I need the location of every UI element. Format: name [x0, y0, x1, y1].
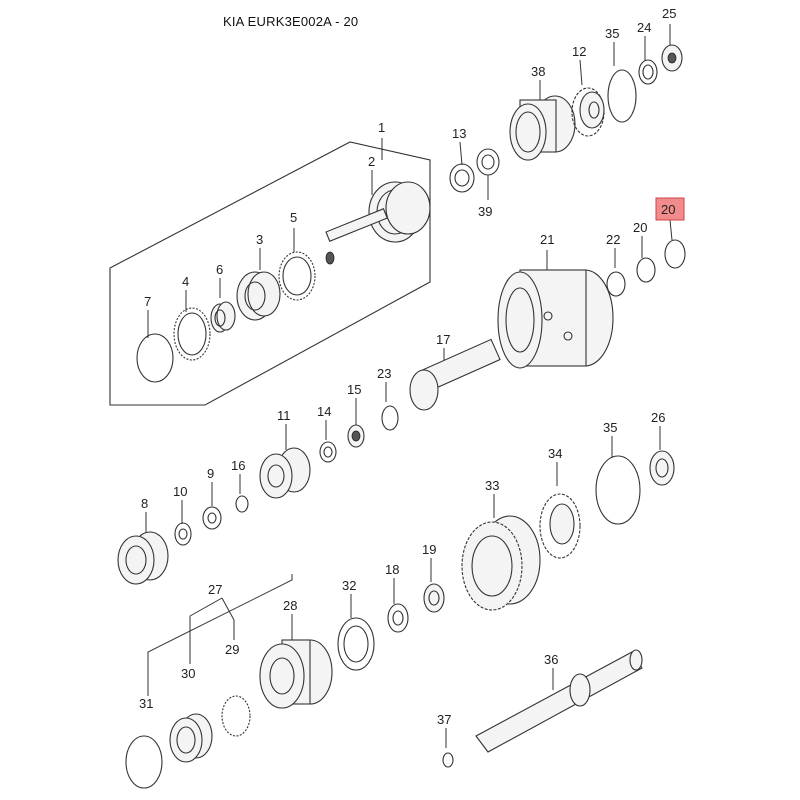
washer-part-18 — [387, 603, 409, 633]
label-part-18: 18 — [385, 562, 399, 577]
label-part-39: 39 — [478, 204, 492, 219]
part-labels: 1 2 5 3 6 4 7 13 39 38 12 35 24 25 21 22… — [139, 6, 676, 727]
snap-ring-part-23 — [381, 405, 399, 431]
label-part-30: 30 — [181, 666, 195, 681]
output-shaft-part-36 — [475, 649, 643, 753]
label-part-12: 12 — [572, 44, 586, 59]
label-part-22: 22 — [606, 232, 620, 247]
label-part-21: 21 — [540, 232, 554, 247]
label-part-16: 16 — [231, 458, 245, 473]
label-part-37: 37 — [437, 712, 451, 727]
label-part-14: 14 — [317, 404, 331, 419]
leader-lines — [145, 24, 673, 748]
clutch-pack-part-30 — [169, 713, 213, 763]
washer-part-24 — [638, 59, 658, 85]
thrust-washer-part-9 — [202, 506, 222, 530]
bearing-part-15 — [347, 424, 365, 448]
gear-part-34 — [539, 493, 581, 559]
shaft-part-17 — [409, 338, 501, 411]
label-part-29: 29 — [225, 642, 239, 657]
label-part-32: 32 — [342, 578, 356, 593]
label-part-31: 31 — [139, 696, 153, 711]
label-part-35-top: 35 — [605, 26, 619, 41]
gear-part-3 — [236, 271, 281, 321]
label-part-19: 19 — [422, 542, 436, 557]
snap-ring-part-31 — [125, 735, 163, 789]
label-part-23: 23 — [377, 366, 391, 381]
label-part-36: 36 — [544, 652, 558, 667]
washer-part-37 — [442, 752, 454, 768]
label-part-25: 25 — [662, 6, 676, 21]
label-part-2: 2 — [368, 154, 375, 169]
carrier-part-8 — [117, 531, 169, 585]
label-part-33: 33 — [485, 478, 499, 493]
label-part-24: 24 — [637, 20, 651, 35]
label-part-15: 15 — [347, 382, 361, 397]
label-part-5: 5 — [290, 210, 297, 225]
label-part-20-left: 20 — [633, 220, 647, 235]
snap-ring-part-7 — [136, 333, 174, 383]
washer-part-16 — [235, 495, 249, 513]
label-part-35-bottom: 35 — [603, 420, 617, 435]
label-part-7: 7 — [144, 294, 151, 309]
ring-part-22 — [606, 271, 626, 297]
washer-part-14 — [319, 441, 337, 463]
bearing-part-26 — [649, 450, 675, 486]
ring-part-20-left — [636, 257, 656, 283]
gear-part-12 — [571, 87, 605, 137]
label-part-20-right: 20 — [661, 202, 675, 217]
label-part-13: 13 — [452, 126, 466, 141]
label-part-34: 34 — [548, 446, 562, 461]
disc-part-29 — [221, 695, 251, 737]
label-part-26: 26 — [651, 410, 665, 425]
label-part-1: 1 — [378, 120, 385, 135]
snap-ring-part-35-top — [607, 69, 637, 123]
label-part-6: 6 — [216, 262, 223, 277]
thrust-washer-part-39 — [476, 148, 500, 176]
diagram-title: KIA EURK3E002A - 20 — [223, 14, 359, 29]
label-part-11: 11 — [277, 408, 291, 423]
thrust-washer-part-13 — [449, 163, 475, 193]
gear-part-11 — [259, 447, 311, 499]
bearing-part-19 — [423, 583, 445, 613]
drum-part-28 — [259, 639, 333, 709]
label-part-3: 3 — [256, 232, 263, 247]
label-part-28: 28 — [283, 598, 297, 613]
plate-part-32 — [337, 617, 375, 671]
highlight-box — [655, 197, 685, 221]
label-part-4: 4 — [182, 274, 189, 289]
label-part-27: 27 — [208, 582, 222, 597]
snap-ring-part-35-bottom — [595, 455, 641, 525]
clutch-housing-part-21 — [497, 269, 614, 369]
ring-part-20-right — [664, 239, 686, 269]
bearing-part-6 — [210, 301, 236, 333]
ring-gear-part-33 — [461, 515, 541, 611]
washer-part-10 — [174, 522, 192, 546]
label-part-9: 9 — [207, 466, 214, 481]
label-part-38: 38 — [531, 64, 545, 79]
label-part-10: 10 — [173, 484, 187, 499]
input-shaft-gear-part-2 — [325, 181, 431, 265]
assembly-group-outline — [109, 141, 431, 406]
label-part-8: 8 — [141, 496, 148, 511]
disc-part-5 — [278, 251, 316, 301]
drum-part-38 — [509, 95, 576, 161]
disc-part-4 — [173, 307, 211, 361]
label-part-17: 17 — [436, 332, 450, 347]
bearing-part-25 — [661, 44, 683, 72]
